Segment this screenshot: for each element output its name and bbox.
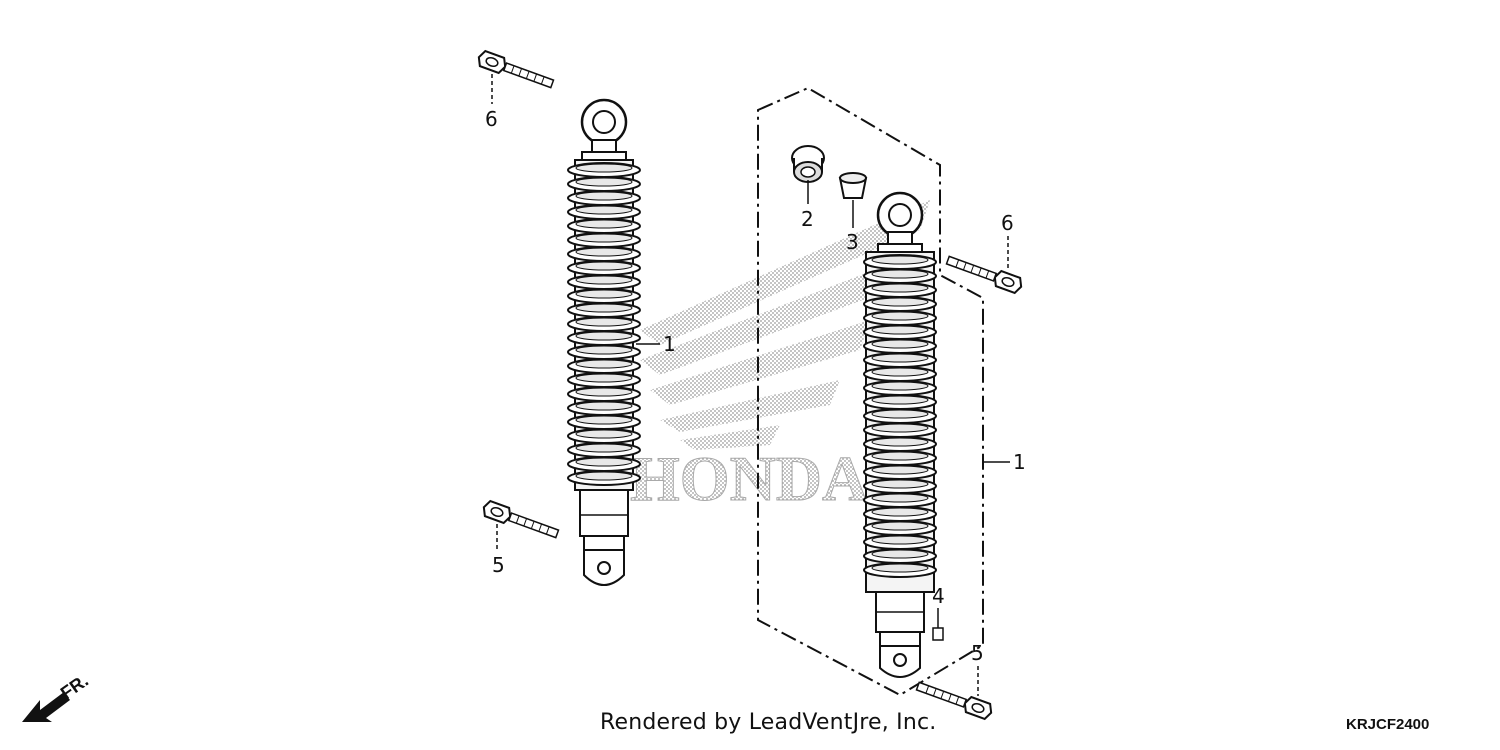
- bolt-part-6-left: [475, 48, 556, 93]
- bolt-part-6-right: [944, 251, 1025, 296]
- bushing-part-2: [791, 145, 825, 183]
- leader-lines: [491, 74, 1010, 696]
- callout-6-right: 6: [1001, 211, 1014, 235]
- callout-4: 4: [932, 584, 945, 608]
- callout-3: 3: [846, 230, 859, 254]
- callout-6-left: 6: [485, 107, 498, 131]
- diagram-code: KRJCF2400: [1346, 716, 1430, 733]
- callout-5-right: 5: [971, 641, 984, 665]
- bolt-part-5-left: [480, 498, 561, 543]
- shock-absorber-left: [567, 98, 641, 586]
- callout-2: 2: [801, 207, 814, 231]
- front-direction-arrow-icon: FR.: [22, 670, 92, 722]
- honda-wing-logo: HONDA: [630, 200, 930, 515]
- callout-1-right: 1: [1013, 450, 1026, 474]
- shock-absorber-right: [863, 191, 937, 678]
- render-credit: Rendered by LeadVentJre, Inc.: [600, 710, 937, 735]
- honda-watermark-text: HONDA: [630, 443, 868, 514]
- collar-part-3: [838, 172, 868, 199]
- callout-5-left: 5: [492, 553, 505, 577]
- clip-part-4: [932, 627, 944, 641]
- callout-1-left: 1: [663, 332, 676, 356]
